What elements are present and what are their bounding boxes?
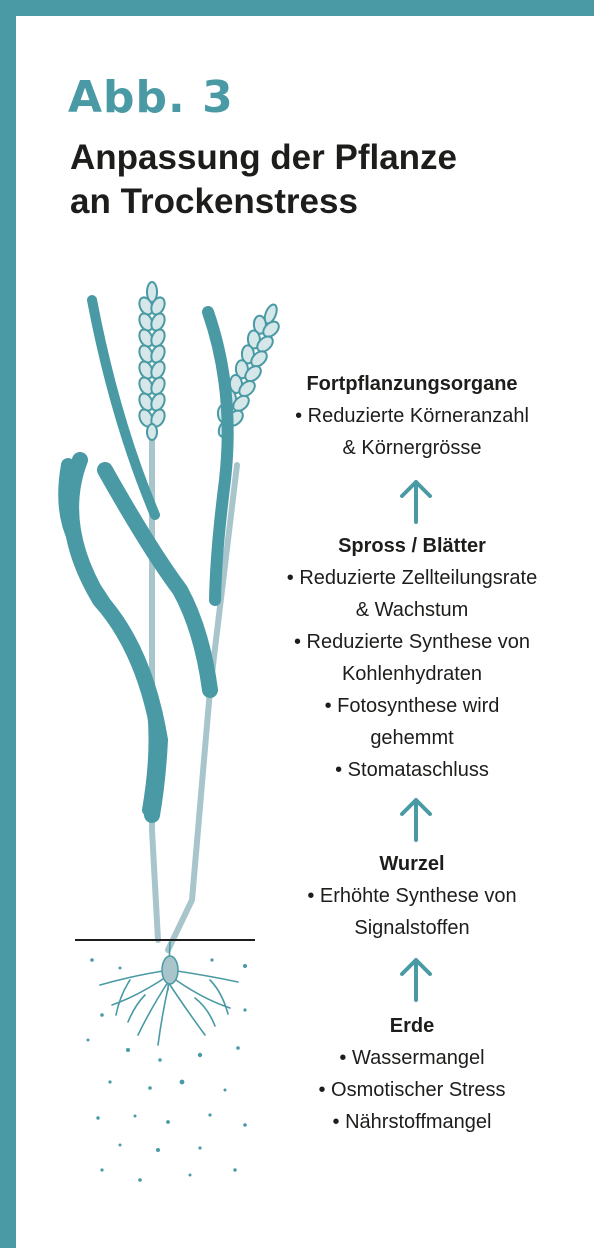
- section-heading: Spross / Blätter: [262, 530, 562, 562]
- title-line-1: Anpassung der Pflanze: [70, 138, 457, 177]
- root-base: [162, 956, 178, 984]
- figure-title: Anpassung der Pflanze an Trockenstress: [70, 136, 570, 224]
- section-item: gehemmt: [262, 722, 562, 754]
- leaf-mid-left: [105, 470, 210, 690]
- wheat-plant-icon: [40, 270, 280, 1210]
- stem-right: [168, 465, 237, 950]
- section-heading: Erde: [262, 1010, 562, 1042]
- section-item: • Reduzierte Zellteilungsrate: [262, 562, 562, 594]
- section-shoot: Spross / Blätter • Reduzierte Zellteilun…: [262, 530, 562, 786]
- section-item: • Nährstoffmangel: [262, 1106, 562, 1138]
- section-reproduction: Fortpflanzungsorgane • Reduzierte Körner…: [262, 368, 562, 464]
- arrow-up-icon: [396, 956, 436, 1002]
- section-item: • Erhöhte Synthese von: [262, 880, 562, 912]
- section-item: & Körnergrösse: [262, 432, 562, 464]
- figure-label: Abb. 3: [68, 72, 234, 123]
- leaf-lower-left: [90, 580, 155, 810]
- section-heading: Wurzel: [262, 848, 562, 880]
- section-item: • Wassermangel: [262, 1042, 562, 1074]
- section-item: • Fotosynthese wird: [262, 690, 562, 722]
- section-item: & Wachstum: [262, 594, 562, 626]
- section-heading: Fortpflanzungsorgane: [262, 368, 562, 400]
- arrow-up-icon: [396, 796, 436, 842]
- leaf-long-left: [71, 460, 160, 815]
- section-item: • Reduzierte Synthese von: [262, 626, 562, 658]
- title-line-2: an Trockenstress: [70, 182, 358, 221]
- section-soil: Erde • Wassermangel • Osmotischer Stress…: [262, 1010, 562, 1138]
- wheat-ear-left: [137, 282, 167, 440]
- section-item: Signalstoffen: [262, 912, 562, 944]
- section-item: • Reduzierte Körneranzahl: [262, 400, 562, 432]
- section-item: Kohlenhydraten: [262, 658, 562, 690]
- section-item: • Stomataschluss: [262, 754, 562, 786]
- section-item: • Osmotischer Stress: [262, 1074, 562, 1106]
- section-root: Wurzel • Erhöhte Synthese von Signalstof…: [262, 848, 562, 944]
- arrow-up-icon: [396, 478, 436, 524]
